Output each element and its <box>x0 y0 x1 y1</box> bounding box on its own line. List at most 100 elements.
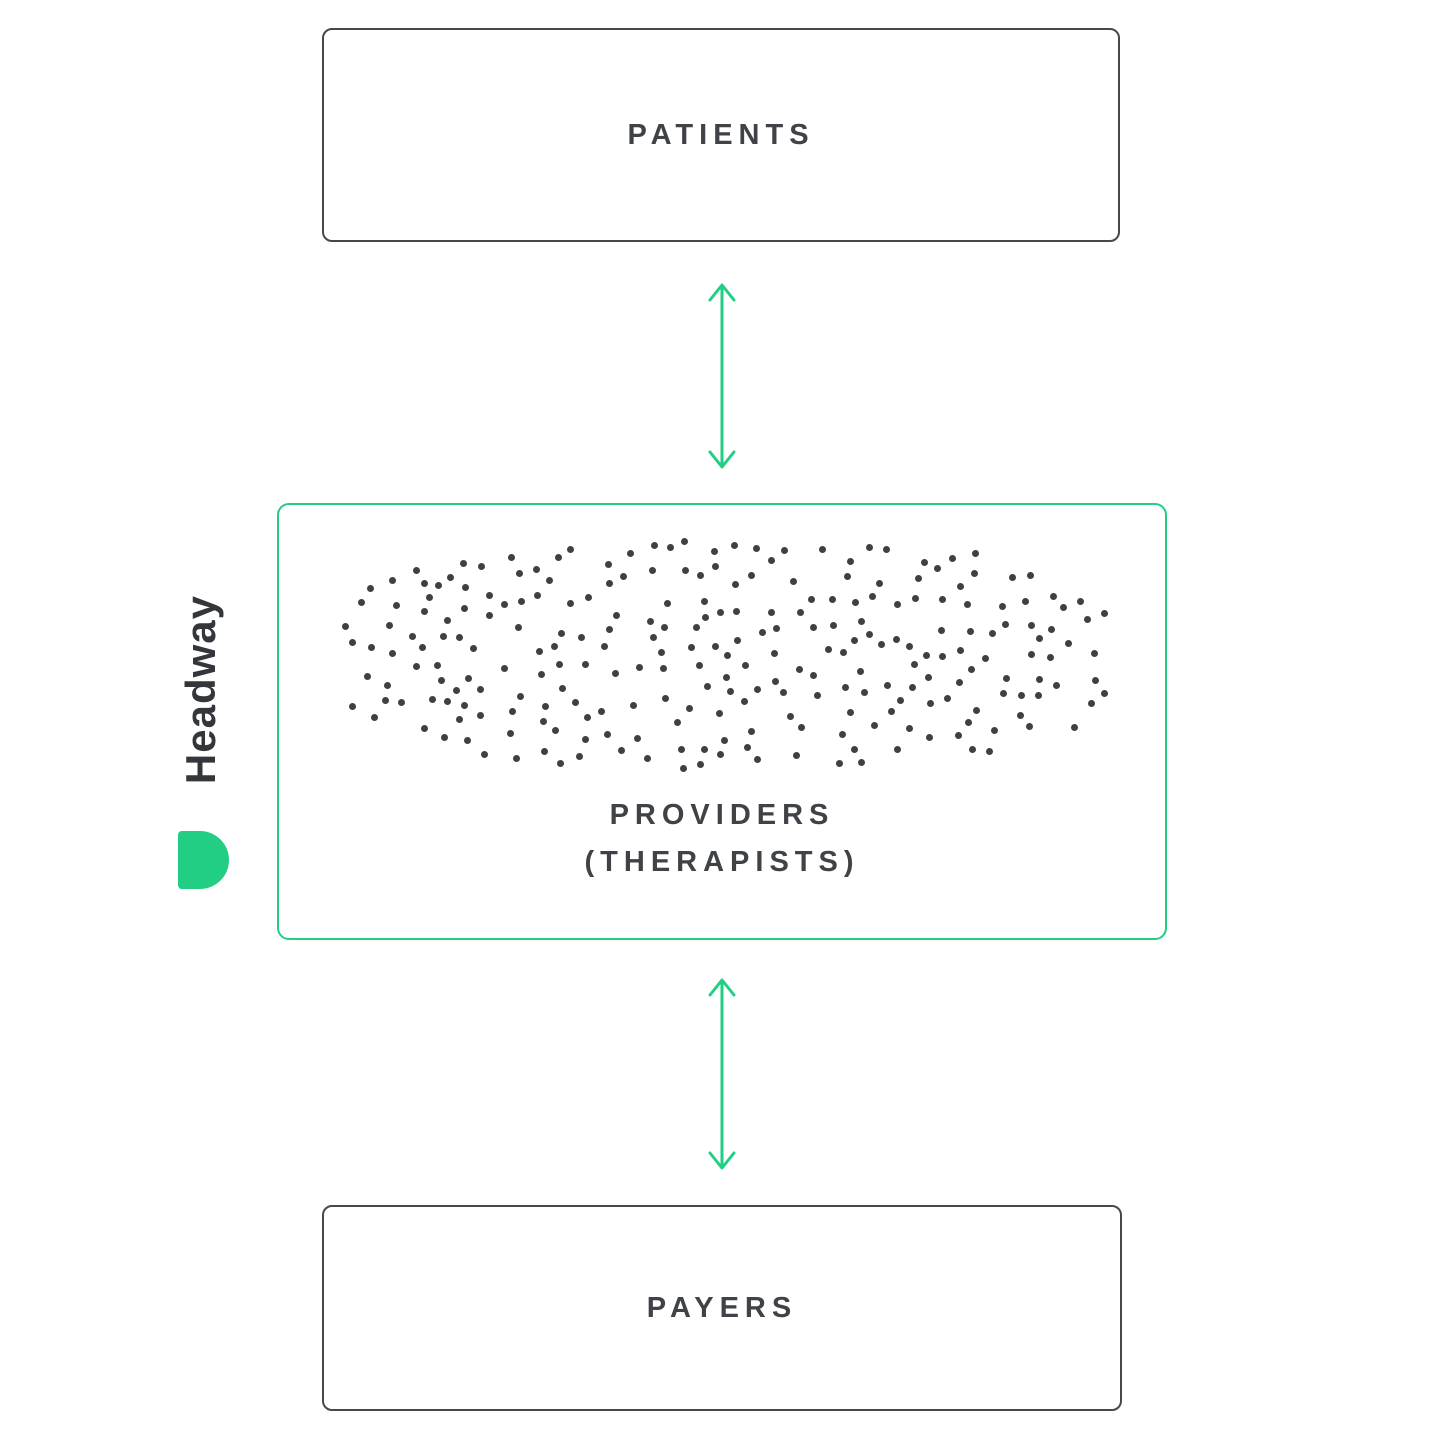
provider-dot <box>789 577 797 585</box>
provider-dot <box>730 541 738 549</box>
provider-dot <box>658 649 665 657</box>
provider-dot <box>508 707 516 715</box>
provider-dot <box>585 593 593 601</box>
provider-dot <box>1101 690 1109 698</box>
provider-dot <box>598 707 606 715</box>
provider-dot <box>858 618 866 626</box>
provider-dot <box>611 669 619 677</box>
provider-dot <box>740 698 748 706</box>
provider-dot <box>716 709 724 717</box>
provider-dot <box>704 682 712 690</box>
provider-dot <box>893 636 901 644</box>
provider-dot <box>501 601 509 609</box>
provider-dot <box>1084 616 1092 624</box>
provider-dot <box>636 664 644 672</box>
provider-dot <box>605 580 613 588</box>
provider-dot <box>555 553 563 561</box>
provider-dot <box>459 559 467 567</box>
provider-dot <box>556 661 564 669</box>
provider-dot <box>920 558 928 566</box>
provider-dot <box>453 687 461 695</box>
provider-dot <box>700 598 708 606</box>
provider-dot <box>1090 649 1098 657</box>
providers-label-line1: PROVIDERS <box>609 799 835 832</box>
provider-dot <box>627 550 635 558</box>
provider-dot <box>972 706 980 714</box>
provider-dot <box>649 566 657 574</box>
provider-dot <box>465 675 473 683</box>
provider-dot <box>711 548 719 556</box>
provider-dot <box>758 628 766 636</box>
provider-dot <box>643 754 651 762</box>
provider-dot <box>630 702 638 710</box>
provider-dot <box>1022 598 1030 606</box>
provider-dot <box>839 648 847 656</box>
provider-dot <box>711 643 719 651</box>
provider-dot <box>717 608 725 616</box>
provider-dot <box>1064 640 1072 648</box>
provider-dot <box>971 549 979 557</box>
provider-dot <box>477 712 485 720</box>
provider-dot <box>955 679 963 687</box>
provider-dot <box>819 545 827 553</box>
provider-dot <box>955 731 963 739</box>
provider-dot <box>513 755 521 763</box>
provider-dot <box>618 747 626 755</box>
patients-providers-arrow-icon <box>708 283 736 469</box>
provider-dot <box>911 660 919 668</box>
provider-dot <box>371 714 379 722</box>
provider-dot <box>970 569 978 577</box>
provider-dot <box>999 602 1007 610</box>
provider-dot <box>696 760 704 768</box>
provider-dot <box>514 624 522 632</box>
provider-dot <box>780 689 788 696</box>
provider-dot <box>793 751 801 759</box>
provider-dot <box>752 544 760 552</box>
provider-dot <box>692 624 700 632</box>
provider-dot <box>1035 675 1043 683</box>
provider-dot <box>1070 723 1078 731</box>
providers-label-line2: (THERAPISTS) <box>584 846 860 879</box>
provider-dot <box>860 688 868 696</box>
provider-dot <box>838 730 846 738</box>
providers-label-block: PROVIDERS (THERAPISTS) <box>279 792 1165 886</box>
provider-dot <box>697 572 705 580</box>
provider-dot <box>559 684 567 692</box>
provider-dot <box>772 625 780 633</box>
provider-dot <box>651 542 659 550</box>
provider-dot <box>894 601 902 609</box>
provider-dot <box>601 642 609 650</box>
provider-dot <box>443 698 451 706</box>
provider-dot <box>604 730 612 738</box>
provider-dot <box>865 630 873 638</box>
provider-dot <box>1034 691 1042 699</box>
provider-dot <box>533 566 541 574</box>
provider-dot <box>743 744 751 752</box>
provider-dot <box>348 639 356 647</box>
provider-dot <box>462 583 470 591</box>
provider-dot <box>1016 712 1024 720</box>
provider-dot <box>1035 634 1043 642</box>
provider-dot <box>731 580 739 588</box>
provider-dot <box>649 634 657 642</box>
provider-dot <box>667 543 675 551</box>
provider-dot <box>420 725 428 733</box>
provider-dot <box>420 607 428 615</box>
headway-logo-icon <box>178 831 229 889</box>
provider-dot <box>552 726 560 734</box>
provider-dot <box>429 695 437 703</box>
provider-dot <box>868 592 876 600</box>
provider-dot <box>567 600 575 608</box>
provider-dot <box>723 673 731 681</box>
provider-dot <box>477 686 485 694</box>
provider-dot <box>687 644 695 652</box>
provider-dot <box>536 648 544 656</box>
provider-dot <box>388 650 396 658</box>
provider-dot <box>1028 650 1036 658</box>
provider-dot <box>1018 691 1026 699</box>
payers-label: PAYERS <box>646 1291 798 1324</box>
provider-dot <box>349 702 357 710</box>
provider-dot <box>965 718 973 726</box>
provider-dot <box>807 596 815 604</box>
provider-dot <box>723 651 731 659</box>
